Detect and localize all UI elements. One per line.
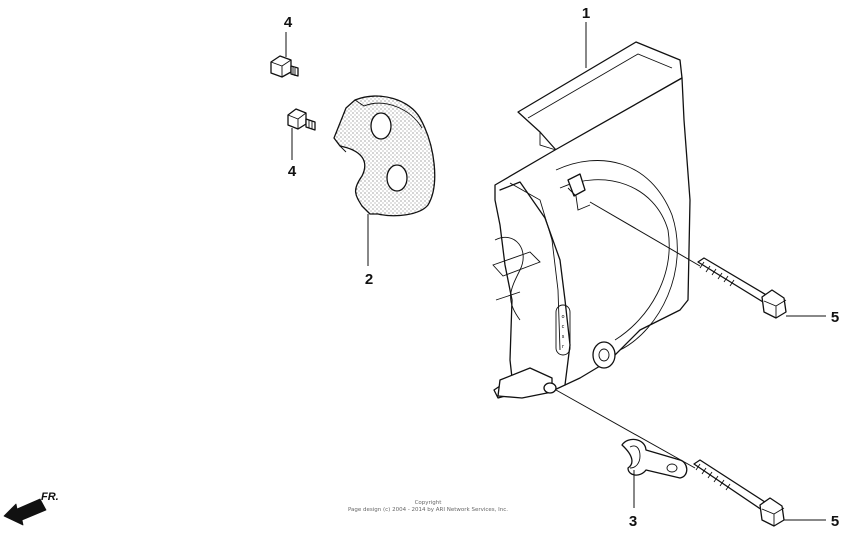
callout-1: 1 [582,5,590,22]
arrow-left-icon [3,498,47,526]
cover-part[interactable]: o c s r [492,41,691,399]
svg-text:c: c [562,324,565,330]
svg-text:o: o [561,314,564,320]
nut-upper-part[interactable] [270,32,299,78]
copyright-title: Copyright [415,500,443,506]
front-label: FR. [41,491,59,503]
nut-lower-part[interactable] [287,108,316,160]
callout-4-lower: 4 [288,163,297,180]
callout-2: 2 [365,271,373,288]
callout-5-upper: 5 [831,309,839,326]
callout-5-lower: 5 [831,513,839,530]
bolt-upper-part[interactable] [589,201,826,319]
plate-part[interactable] [333,95,436,266]
svg-text:s: s [562,334,565,340]
svg-text:r: r [562,344,565,350]
copyright-text: Page design (c) 2004 - 2014 by ARI Netwo… [348,507,508,513]
callout-4-upper: 4 [284,14,293,31]
clamp-part[interactable] [621,438,688,508]
callout-3: 3 [629,513,637,530]
front-direction-indicator: FR. [3,491,59,526]
bolt-lower-part[interactable] [555,389,826,527]
